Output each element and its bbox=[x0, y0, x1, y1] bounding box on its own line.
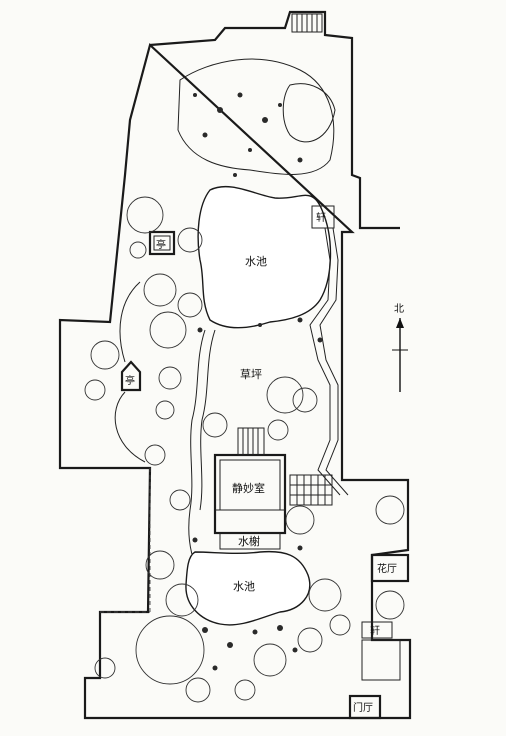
pond-lower bbox=[185, 550, 311, 626]
trees bbox=[84, 196, 405, 703]
gallery-bottom-label: 轩 bbox=[370, 624, 380, 637]
paving-grid bbox=[289, 474, 333, 506]
pavilion-left-label: 亭 bbox=[125, 374, 135, 387]
top-entrance bbox=[291, 13, 323, 33]
rockery-top bbox=[177, 58, 336, 177]
gallery-top bbox=[311, 205, 335, 229]
gallery-bottom bbox=[361, 621, 401, 681]
north-arrow-icon bbox=[392, 318, 408, 392]
flower-hall-label: 花厅 bbox=[377, 562, 397, 575]
pond-upper-label: 水池 bbox=[245, 255, 267, 268]
pond-lower-label: 水池 bbox=[233, 580, 255, 593]
rocks-lower bbox=[192, 317, 323, 671]
pavilion-left bbox=[120, 360, 142, 392]
curved-path-left bbox=[114, 281, 146, 463]
hall-label: 静妙室 bbox=[232, 481, 265, 495]
flower-hall bbox=[370, 553, 410, 583]
pond-upper bbox=[197, 185, 332, 329]
stream bbox=[188, 329, 216, 576]
hall-building bbox=[213, 427, 287, 535]
lawn-label: 草坪 bbox=[240, 368, 262, 381]
outer-wall bbox=[58, 10, 412, 720]
pavilion-top bbox=[148, 230, 176, 256]
gate-hall bbox=[348, 694, 382, 720]
waterside-pavilion bbox=[219, 532, 281, 550]
gate-hall-label: 门厅 bbox=[353, 701, 373, 714]
corridor-right bbox=[309, 227, 349, 496]
north-label: 北 bbox=[394, 303, 404, 315]
waterside-label: 水榭 bbox=[238, 534, 260, 548]
gallery-top-label: 轩 bbox=[316, 211, 326, 224]
dashed-boundary bbox=[100, 468, 151, 613]
pavilion-top-label: 亭 bbox=[156, 238, 166, 251]
